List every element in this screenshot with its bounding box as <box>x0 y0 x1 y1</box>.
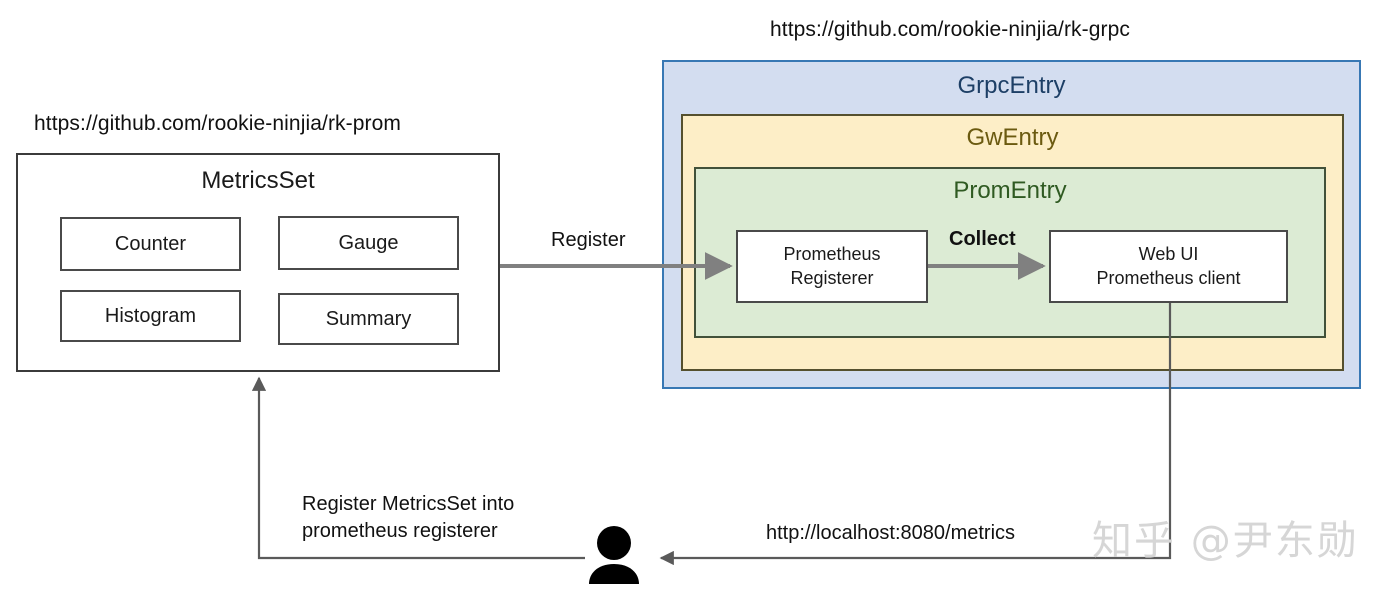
metricsset-title: MetricsSet <box>201 167 315 194</box>
gw-entry-title: GwEntry <box>966 124 1059 151</box>
metric-chip-histogram: Histogram <box>60 290 241 342</box>
caption-right-repo-url: https://github.com/rookie-ninjia/rk-grpc <box>770 18 1130 41</box>
grpc-entry-title: GrpcEntry <box>957 72 1066 99</box>
arrow-label-metrics-url: http://localhost:8080/metrics <box>766 522 1016 544</box>
metric-chip-counter: Counter <box>60 217 241 271</box>
node-prometheus-registerer-line2: Registerer <box>790 267 874 288</box>
metric-chip-summary: Summary <box>278 293 459 345</box>
metric-chip-gauge: Gauge <box>278 216 459 270</box>
prom-entry-title: PromEntry <box>953 177 1067 204</box>
node-prometheus-registerer: Prometheus Registerer <box>736 230 928 303</box>
arrow-label-register-metricsset: Register MetricsSet into prometheus regi… <box>302 493 515 542</box>
caption-left-repo-url: https://github.com/rookie-ninjia/rk-prom <box>34 112 401 135</box>
user-actor-icon <box>589 526 639 584</box>
watermark-text: 知乎 @尹东勋 <box>1092 518 1359 564</box>
node-web-ui-line2: Prometheus client <box>1096 267 1241 288</box>
node-prometheus-registerer-line1: Prometheus <box>783 243 881 264</box>
node-web-ui-line1: Web UI <box>1138 243 1199 264</box>
node-web-ui-prometheus-client: Web UI Prometheus client <box>1049 230 1288 303</box>
arrow-label-register: Register <box>551 229 626 251</box>
arrow-label-collect: Collect <box>949 228 1016 250</box>
